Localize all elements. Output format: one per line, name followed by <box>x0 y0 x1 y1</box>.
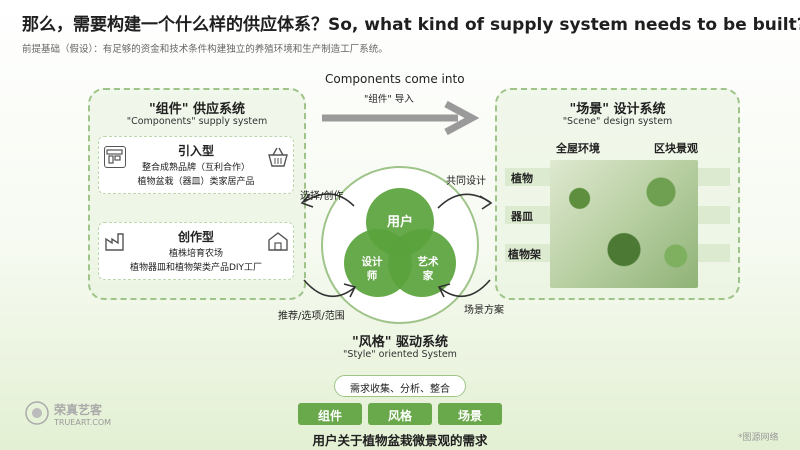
designer-circle-label-2: 师 <box>367 269 378 282</box>
arrow-label-scene-plan: 场景方案 <box>464 305 504 316</box>
row-label-plant: 植物 <box>511 172 533 185</box>
user-circle-label: 用户 <box>386 214 413 230</box>
import-type-title: 引入型 <box>177 144 214 158</box>
scene-photo <box>550 160 698 288</box>
store-icon <box>104 146 126 168</box>
arrow-top-left-icon <box>300 193 355 208</box>
style-system-title: "风格" 驱动系统 <box>351 335 449 350</box>
barn-icon <box>266 230 290 256</box>
page-subtitle: 前提基础（假设）：有足够的资金和技术条件构建独立的养殖环境和生产制造工厂系统。 <box>22 44 388 55</box>
arrow-label-select-create: 选择/创作 <box>300 191 344 202</box>
demand-caption: 用户关于植物盆栽微景观的需求 <box>312 433 488 448</box>
import-type-card <box>98 136 294 194</box>
components-panel-subtitle: "Components" supply system <box>126 116 268 127</box>
brand-url: TRUEART.COM <box>54 418 112 427</box>
artist-circle <box>388 229 456 297</box>
column-label-block-landscape: 区块景观 <box>654 142 698 155</box>
components-flow-arrow-icon <box>322 100 480 136</box>
import-type-line-1: 整合成熟品牌（互利合作） <box>141 163 250 173</box>
artist-circle-label-2: 家 <box>423 269 434 282</box>
column-label-whole-house: 全屋环境 <box>556 142 600 155</box>
factory-icon <box>104 230 128 256</box>
designer-circle-label-1: 设计 <box>362 255 383 268</box>
artist-circle-label-1: 艺术 <box>418 255 439 268</box>
tag-style: 风格 <box>368 403 432 425</box>
arrow-top-right-icon <box>437 193 493 210</box>
tag-scene: 场景 <box>438 403 502 425</box>
style-system-subtitle: "Style" oriented System <box>343 349 457 360</box>
brand-watermark: 荣真艺客 <box>54 403 103 417</box>
creation-type-line-2: 植物器皿和植物架类产品DIY工厂 <box>129 263 263 273</box>
demand-pill: 需求收集、分析、整合 <box>334 375 466 397</box>
row-label-vessel: 器皿 <box>511 210 533 223</box>
creation-type-line-1: 植株培育农场 <box>168 249 223 259</box>
image-source-note: *图源网络 <box>738 433 779 443</box>
scene-panel-subtitle: "Scene" design system <box>562 116 673 127</box>
tag-components: 组件 <box>298 403 362 425</box>
arrow-label-recommend: 推荐/选项/范围 <box>278 311 345 322</box>
arrow-bottom-right-icon <box>437 279 491 298</box>
creation-type-card <box>98 222 294 280</box>
flow-label-cn: "组件" 导入 <box>364 94 414 105</box>
components-panel-title: "组件" 供应系统 <box>148 102 246 117</box>
import-type-line-2: 植物盆栽（器皿）类家居产品 <box>137 177 255 187</box>
arrow-label-co-design: 共同设计 <box>446 176 486 187</box>
basket-icon <box>266 146 290 172</box>
brand-logo-icon <box>24 400 50 430</box>
arrow-bottom-left-icon <box>303 279 357 298</box>
creation-type-title: 创作型 <box>177 230 214 244</box>
row-label-plant-stand: 植物架 <box>508 248 541 261</box>
page-title: 那么，需要构建一个什么样的供应体系？So, what kind of suppl… <box>22 15 800 35</box>
flow-label-en: Components come into <box>325 72 465 86</box>
scene-panel-title: "场景" 设计系统 <box>569 102 666 117</box>
